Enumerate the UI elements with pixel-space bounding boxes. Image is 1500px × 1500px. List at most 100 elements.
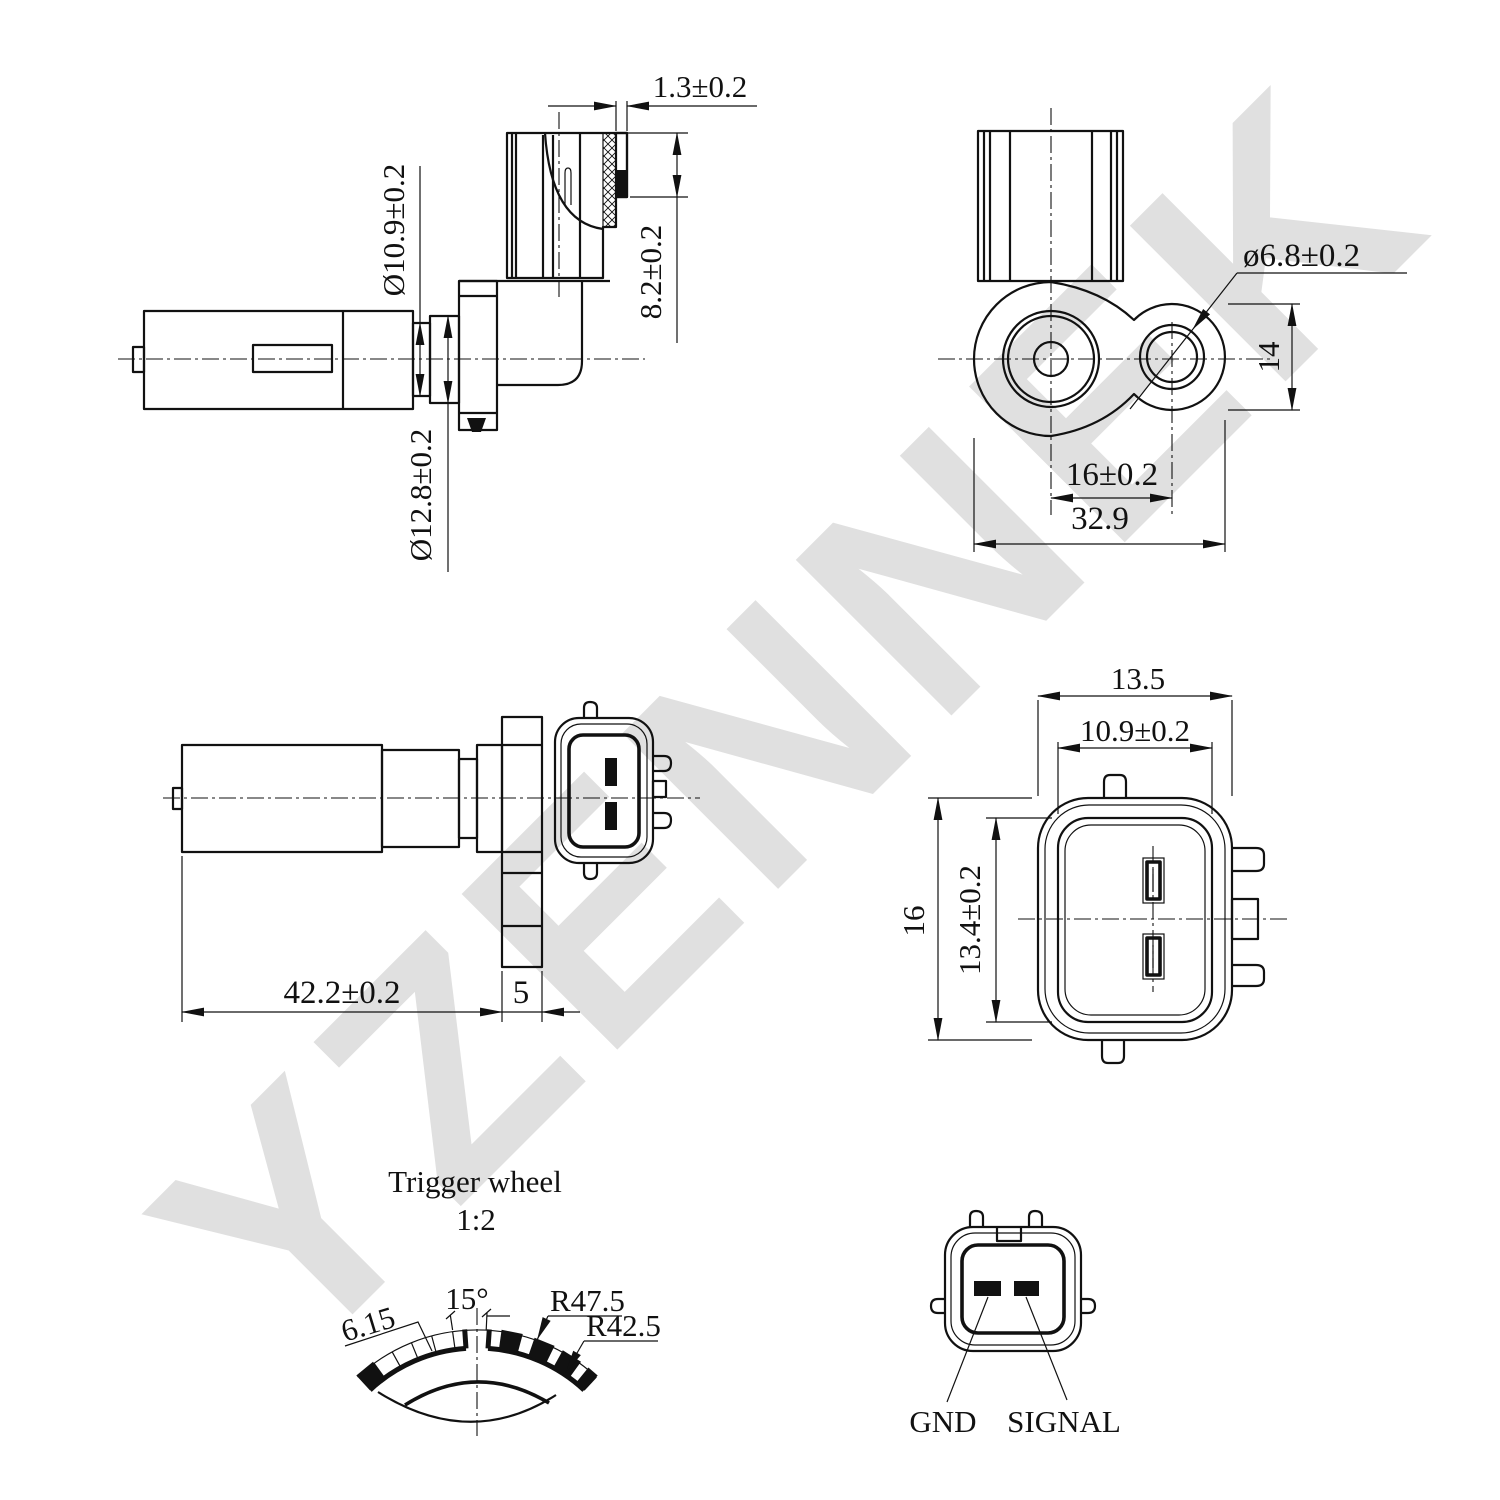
angle-dim-lines — [445, 1308, 510, 1331]
view-pinout: GND SIGNAL — [909, 1209, 1121, 1439]
housing-walls — [510, 133, 582, 278]
pin-upper — [605, 758, 617, 786]
r42-leader — [565, 1340, 585, 1373]
tab-right-middle — [1230, 897, 1260, 941]
dim-tooth-pitch: 6.15 — [337, 1299, 399, 1348]
trigger-wheel-title: Trigger wheel — [388, 1164, 562, 1199]
tab-right-lower — [1232, 963, 1266, 988]
ext-lines-32-9 — [973, 420, 1226, 552]
tab-top-right — [1027, 1209, 1044, 1227]
sensor-body-outline — [972, 280, 1227, 438]
dim-lobe-height: 14 — [1251, 341, 1286, 373]
dim-outer-height: 16 — [896, 906, 931, 937]
dim-terminal-width: 1.3±0.2 — [653, 69, 748, 104]
hatched-seal-section — [602, 132, 617, 228]
tooth-2 — [528, 1337, 555, 1364]
ext-lines-16 — [928, 797, 1032, 1041]
dim-hole-spacing: 16±0.2 — [1066, 457, 1158, 493]
terminal-pin — [564, 167, 572, 205]
hub-arc-upper — [404, 1380, 550, 1407]
ext-lines-13-5 — [1037, 700, 1233, 796]
dim-body-diameter: Ø12.8±0.2 — [403, 429, 438, 561]
ext-lines-1-3 — [615, 101, 628, 131]
tab-right — [1081, 1297, 1097, 1315]
trigger-wheel-scale: 1:2 — [456, 1202, 496, 1237]
label-gnd: GND — [909, 1404, 976, 1439]
dim-inner-radius: R42.5 — [586, 1308, 661, 1343]
label-signal: SIGNAL — [1007, 1404, 1121, 1439]
dim-inner-height: 13.4±0.2 — [952, 865, 987, 975]
bracket-fillet — [497, 281, 584, 387]
pinout-shroud-outer — [943, 1225, 1083, 1353]
dim-outer-radius: R47.5 — [550, 1283, 625, 1318]
key-notch — [995, 1227, 1023, 1243]
cavity-outer — [1056, 816, 1214, 1024]
tab-right-lower — [653, 811, 673, 830]
dim-overall-width: 32.9 — [1071, 501, 1129, 537]
leader-signal — [1025, 1296, 1068, 1401]
dim-flange-width: 5 — [513, 975, 530, 1011]
barrel-slot — [251, 343, 334, 374]
flange-steps — [502, 743, 542, 928]
pin-gnd — [974, 1281, 1001, 1296]
leader-6-8-tail — [1129, 328, 1194, 410]
pin-lower — [605, 802, 617, 830]
tab-top-left — [968, 1209, 985, 1227]
pitch-leader — [344, 1321, 433, 1352]
tab-top — [582, 700, 599, 718]
shroud-outer-inner-line — [1044, 804, 1226, 1034]
center-tooth-sides — [462, 1329, 492, 1349]
dim-outer-width: 13.5 — [1111, 661, 1165, 696]
dim-hole-diameter: ø6.8±0.2 — [1243, 238, 1360, 274]
cavity-inner-line — [1064, 824, 1206, 1016]
connector-ribs — [982, 131, 1119, 281]
barrel-tip-nub — [171, 786, 184, 811]
dim-connector-height: 8.2±0.2 — [633, 225, 668, 320]
tooth-1 — [498, 1329, 523, 1354]
pin-upper-outer — [1142, 857, 1165, 904]
pin-lower-inner — [1145, 936, 1162, 977]
mount-flange — [457, 279, 499, 432]
dim-tooth-angle: 15° — [445, 1281, 488, 1316]
tab-top — [1102, 773, 1128, 798]
view-front: 42.2±0.2 5 — [163, 700, 700, 1022]
connector-cavity — [567, 733, 641, 849]
pin-lower-outer — [1142, 933, 1165, 980]
wire-seal-curve — [543, 132, 604, 231]
flange-steps — [459, 294, 497, 415]
dim-body-length: 42.2±0.2 — [283, 975, 400, 1011]
ext-lines-10-9 — [1057, 742, 1213, 814]
view-connector-face: 13.5 10.9±0.2 16 13.4±0.2 — [896, 661, 1290, 1065]
dim-tip-diameter: Ø10.9±0.2 — [376, 164, 411, 296]
body-ring-outer — [1001, 309, 1101, 409]
tab-right-middle — [651, 779, 668, 799]
hub-arc-lower — [377, 1391, 557, 1423]
pin-signal — [1014, 1281, 1039, 1296]
tooth-left-end — [356, 1361, 385, 1391]
tab-bottom — [1100, 1040, 1126, 1065]
sensor-barrel — [142, 309, 415, 411]
view-top: ø6.8±0.2 14 16±0.2 32.9 — [938, 108, 1407, 552]
view-trigger-wheel: Trigger wheel 1:2 15° 6.15 R4 — [337, 1164, 661, 1436]
flange-notch — [467, 418, 486, 432]
pinout-cavity — [960, 1243, 1066, 1335]
leader-gnd — [946, 1296, 989, 1403]
pin-upper-inner — [1145, 860, 1162, 901]
tab-bottom — [582, 863, 599, 881]
body-center-hole — [1032, 340, 1070, 378]
seal-black-section — [616, 170, 627, 197]
mount-hole-outer — [1138, 323, 1206, 391]
body-ring-inner — [1006, 314, 1096, 404]
pinout-shroud-inner-line — [950, 1232, 1076, 1346]
latch-slot-lines — [541, 135, 555, 278]
leader-6-8 — [1192, 272, 1238, 330]
barrel-tip-nub — [131, 345, 146, 374]
mount-hole-inner — [1145, 330, 1199, 384]
tooth-4 — [575, 1367, 598, 1391]
connector-shroud-inner — [560, 723, 648, 858]
tab-right-upper — [1232, 846, 1266, 873]
dim-inner-width: 10.9±0.2 — [1080, 713, 1190, 748]
band-end-right — [583, 1376, 597, 1391]
